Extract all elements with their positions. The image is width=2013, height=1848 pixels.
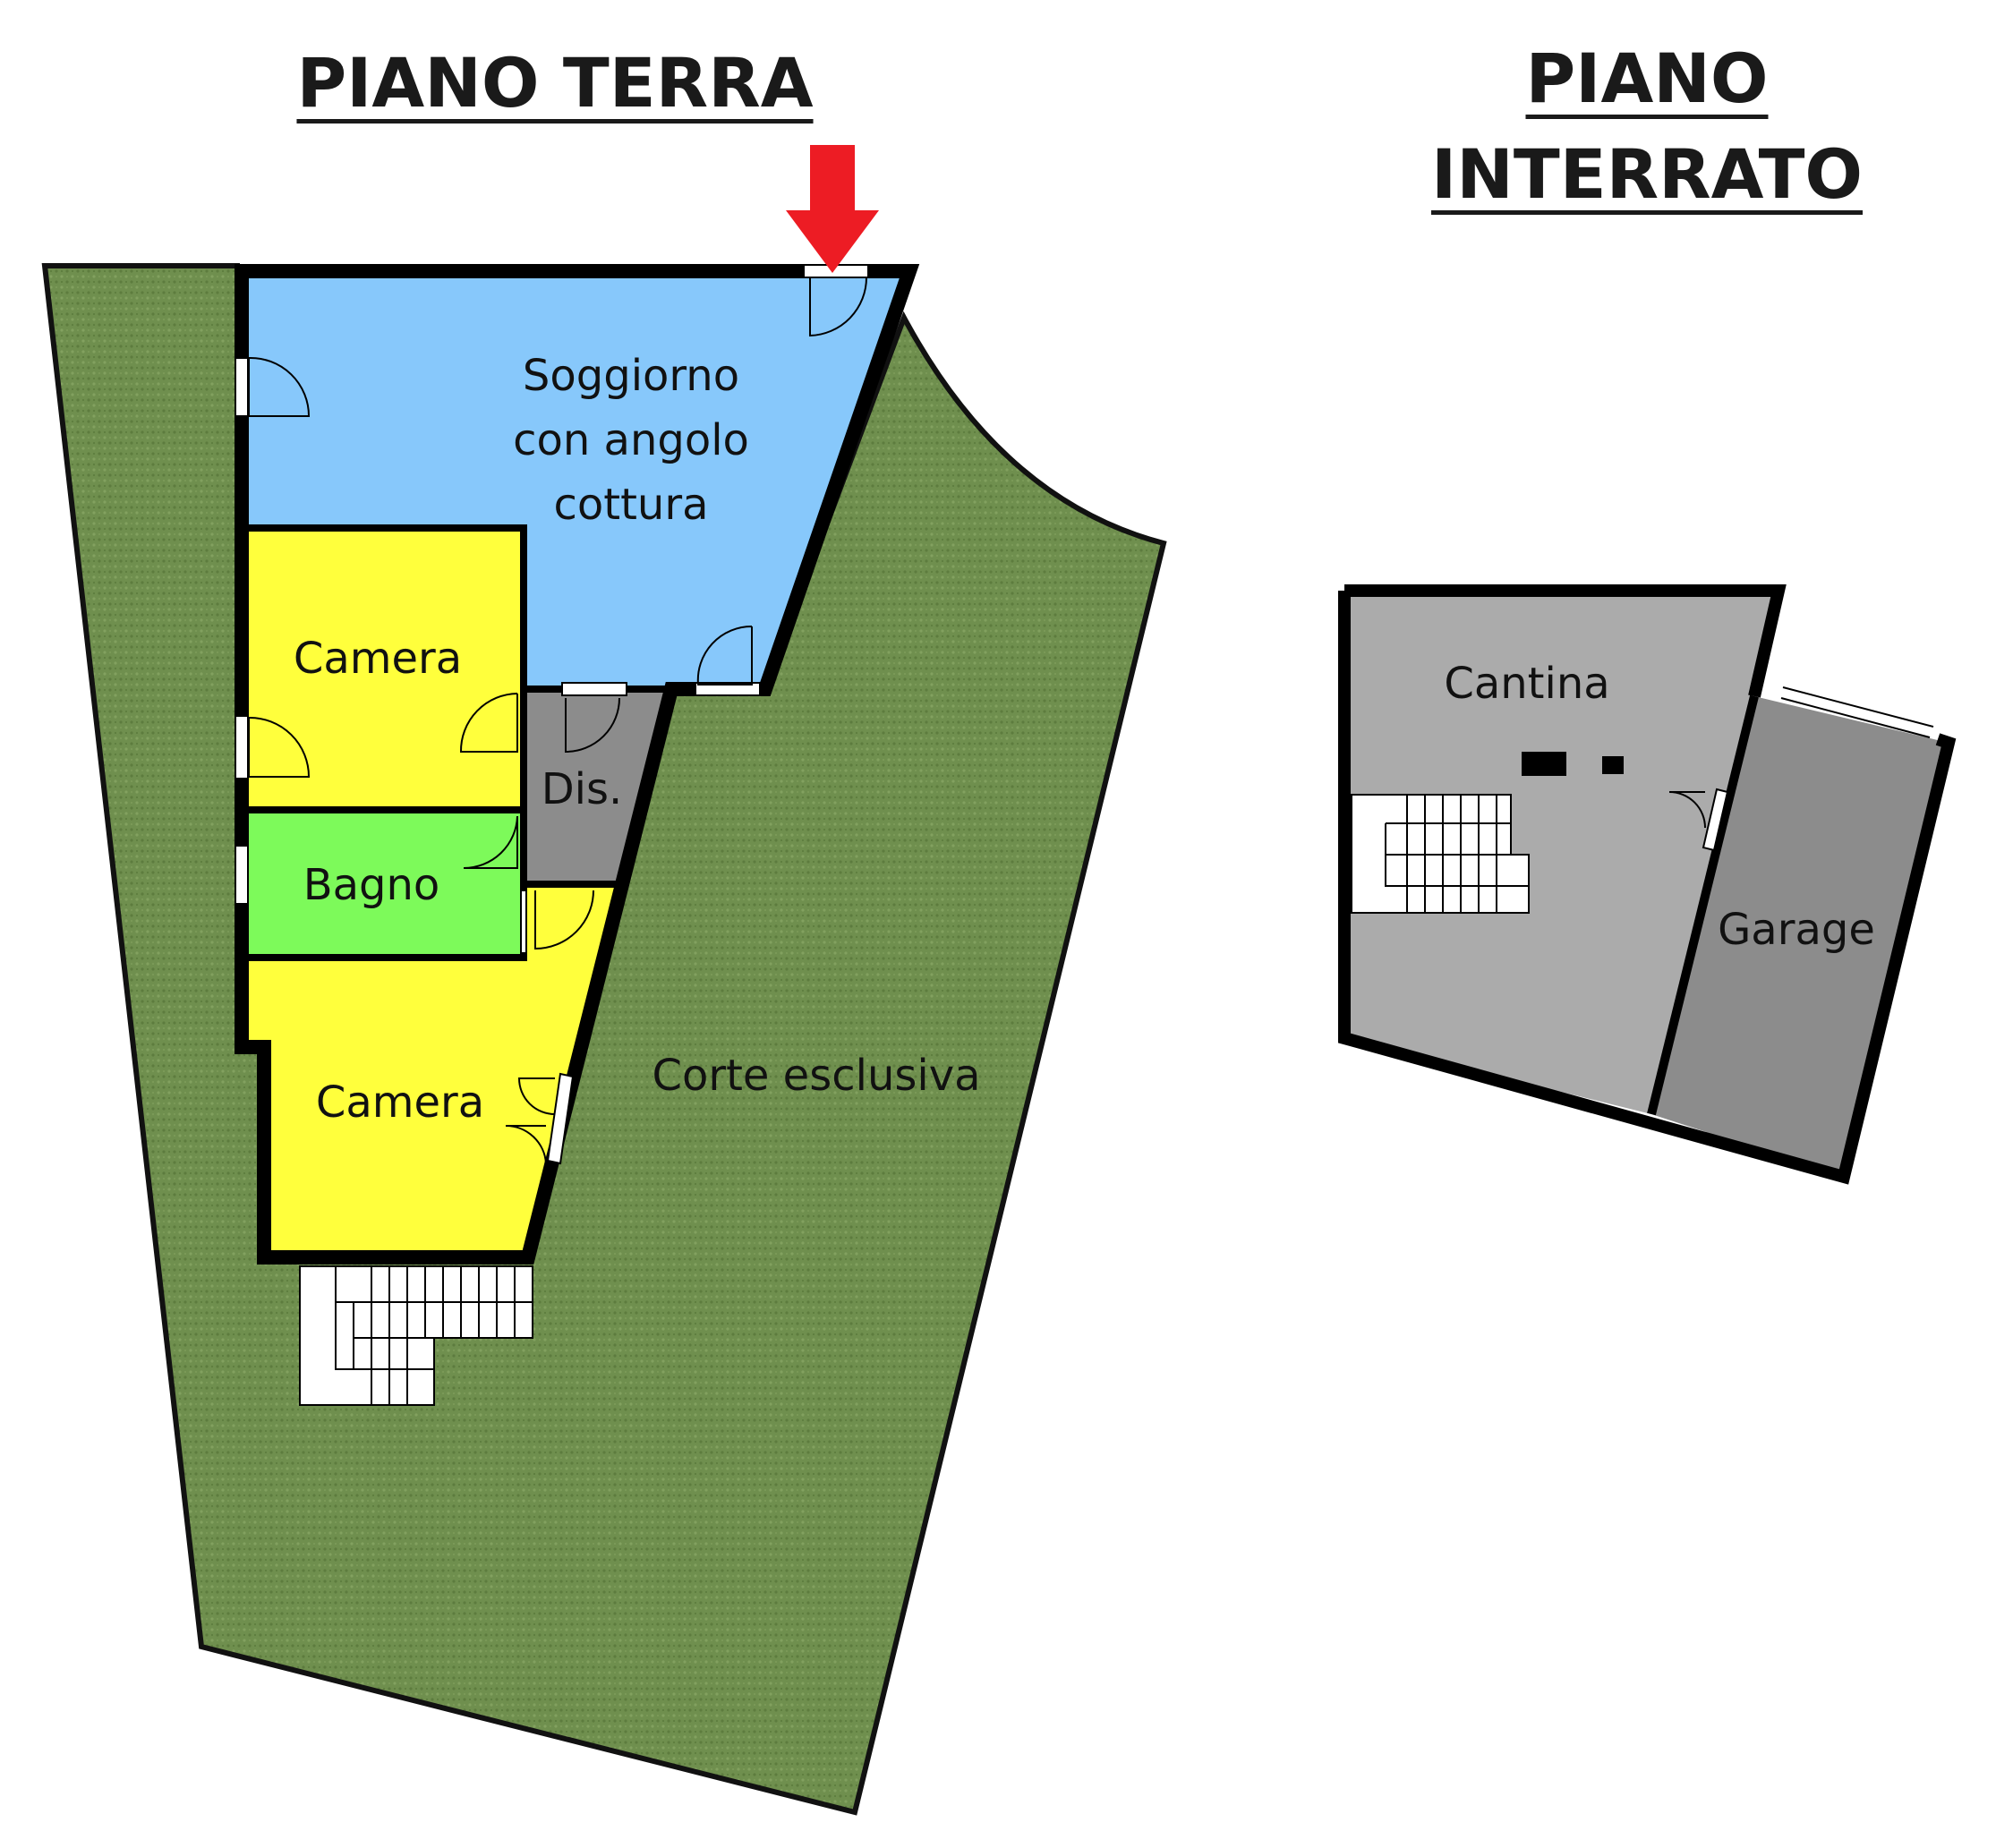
basement-openings: [1668, 686, 1934, 852]
dis-label: Dis.: [542, 764, 623, 814]
cantina-label: Cantina: [1444, 659, 1609, 709]
ground-floor-door-swings: [248, 277, 867, 1164]
bagno-label: Bagno: [303, 860, 440, 910]
camera-bottom-label: Camera: [316, 1077, 484, 1128]
camera-top-label: Camera: [294, 634, 462, 684]
basement-plan: Cantina Garage: [1338, 584, 1957, 1185]
cantina-fixture-2: [1602, 756, 1624, 774]
basement-walls: [1338, 584, 1957, 1185]
soggiorno-label-line2: con angolo: [513, 415, 749, 465]
camera-bottom-room: [242, 884, 616, 1257]
dis-room: [524, 689, 671, 884]
cantina-room: [1344, 591, 1778, 1114]
camera-top-room: [242, 528, 524, 810]
soggiorno-label-line1: Soggiorno: [523, 351, 739, 401]
ground-floor-openings: [235, 264, 869, 1165]
cantina-fixture-1: [1522, 752, 1566, 776]
bagno-room: [242, 810, 524, 958]
basement-title-line1: PIANO: [1525, 38, 1769, 118]
ground-floor-stairs: [299, 1265, 533, 1406]
ground-floor-title: PIANO TERRA: [296, 43, 814, 123]
garage-label: Garage: [1718, 905, 1875, 955]
ground-floor-plan: Soggiorno con angolo cottura Camera Dis.…: [41, 145, 1167, 1816]
corte-label: Corte esclusiva: [652, 1051, 980, 1101]
entrance-arrow-icon: [786, 145, 879, 273]
soggiorno-label-line3: cottura: [554, 480, 709, 530]
basement-title-line2: INTERRATO: [1430, 134, 1864, 214]
basement-stairs: [1351, 794, 1530, 914]
ground-floor-walls: [235, 264, 920, 1265]
